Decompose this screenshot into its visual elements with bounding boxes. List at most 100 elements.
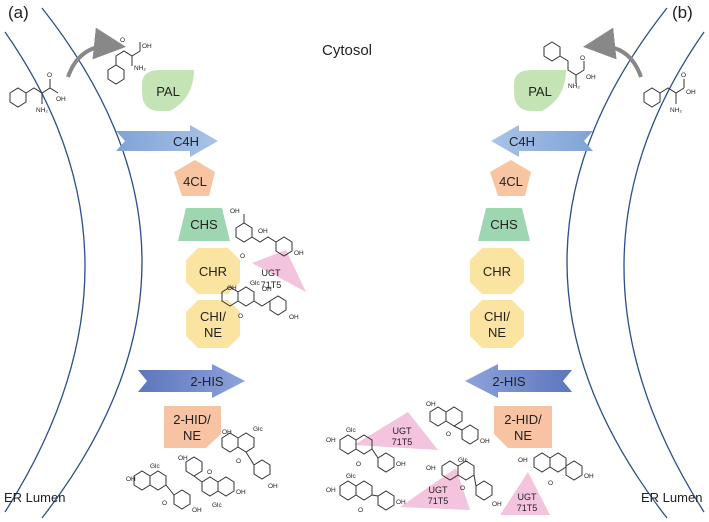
- membrane-left: [4, 7, 143, 519]
- c4h-arrow-right: C4H: [491, 125, 593, 157]
- svg-text:OH: OH: [584, 473, 594, 480]
- svg-text:OH: OH: [178, 455, 188, 462]
- pal-label-right: PAL: [528, 84, 552, 99]
- chs-enzyme-right: CHS: [478, 208, 530, 241]
- c4h-label-left: C4H: [173, 134, 199, 149]
- svg-text:NH₂: NH₂: [36, 107, 48, 114]
- svg-text:O: O: [238, 313, 243, 320]
- svg-text:O: O: [580, 55, 585, 62]
- svg-text:OH: OH: [236, 489, 246, 496]
- svg-text:UGT: UGT: [262, 268, 282, 278]
- svg-text:OH: OH: [586, 74, 596, 81]
- fourcl-label-right: 4CL: [499, 174, 523, 189]
- cytosol-label: Cytosol: [322, 42, 372, 59]
- isoflavone-glucoside-molecule-right-upper: Glc OH OH O: [326, 427, 406, 473]
- svg-text:OH: OH: [258, 228, 268, 235]
- svg-text:O: O: [356, 461, 361, 468]
- svg-text:CHI/: CHI/: [200, 309, 226, 324]
- isoflavone-molecule-left-center: OH OH Glc O: [178, 455, 246, 509]
- svg-text:OH: OH: [326, 437, 336, 444]
- isoflavone-glucoside-molecule-left-lower: Glc OH OH O: [126, 463, 202, 514]
- svg-text:OH: OH: [326, 487, 336, 494]
- svg-text:O: O: [548, 480, 553, 487]
- isoflavone-glucoside-molecule-right-center: OH OH Glc O: [426, 457, 502, 508]
- membrane-right: [566, 7, 705, 519]
- panel-label-b: (b): [672, 3, 693, 22]
- svg-text:2-HID/: 2-HID/: [504, 412, 542, 427]
- his-label-left: 2-HIS: [190, 374, 224, 389]
- chalcone-molecule-left: OH OH OH O: [230, 208, 304, 260]
- isoflavone-glucoside-molecule-right-lower: Glc OH OH O: [326, 473, 406, 514]
- svg-text:NH₂: NH₂: [134, 65, 146, 72]
- svg-text:OH: OH: [268, 483, 278, 490]
- svg-text:OH: OH: [56, 96, 66, 103]
- chr-enzyme-right: CHR: [470, 248, 524, 294]
- phenylalanine-molecule-right-outer: OH O NH₂: [643, 72, 696, 114]
- isoliquiritigenin-molecule-left: OH Glc OH OH O: [221, 280, 299, 321]
- svg-text:Glc: Glc: [212, 502, 223, 509]
- chr-enzyme-left: CHR: [186, 248, 240, 294]
- svg-text:Glc: Glc: [250, 280, 261, 287]
- er-lumen-label-right: ER Lumen: [641, 490, 702, 505]
- c4h-arrow-left: C4H: [116, 125, 218, 157]
- svg-text:OH: OH: [686, 89, 696, 96]
- svg-text:Glc: Glc: [253, 426, 264, 433]
- fourcl-label-left: 4CL: [183, 174, 207, 189]
- svg-text:2-HID/: 2-HID/: [173, 412, 211, 427]
- svg-text:OH: OH: [262, 286, 272, 293]
- svg-text:NE: NE: [204, 325, 222, 340]
- svg-text:OH: OH: [426, 401, 436, 408]
- svg-text:OH: OH: [492, 501, 502, 508]
- svg-text:O: O: [240, 253, 245, 260]
- ugt-enzyme-right-3: UGT 71T5: [500, 472, 550, 515]
- phenylalanine-molecule-right-inner: OH O NH₂: [543, 41, 596, 90]
- svg-text:OH: OH: [289, 314, 299, 321]
- transport-arrow-left: [66, 27, 126, 78]
- svg-text:OH: OH: [426, 465, 436, 472]
- ugt-enzyme-left: UGT 71T5: [252, 250, 306, 292]
- svg-text:O: O: [120, 37, 125, 44]
- svg-text:UGT: UGT: [393, 426, 413, 436]
- c4h-label-right: C4H: [509, 134, 535, 149]
- er-lumen-label-left: ER Lumen: [4, 490, 65, 505]
- svg-text:NH₂: NH₂: [568, 83, 580, 90]
- svg-text:OH: OH: [480, 438, 490, 445]
- svg-text:OH: OH: [518, 457, 528, 464]
- pal-enzyme-right: PAL: [514, 70, 566, 111]
- pal-label-left: PAL: [156, 84, 180, 99]
- fourcl-enzyme-left: 4CL: [174, 160, 215, 196]
- svg-text:O: O: [162, 500, 167, 507]
- svg-text:OH: OH: [396, 499, 406, 506]
- chr-label-right: CHR: [483, 264, 511, 279]
- isoflavone-molecule-right-top: OH OH O: [426, 401, 490, 445]
- isoflavone-glucoside-molecule-left-upper: OH Glc OH O: [221, 426, 278, 490]
- svg-text:O: O: [681, 72, 686, 79]
- svg-text:OH: OH: [396, 461, 406, 468]
- svg-text:OH: OH: [192, 507, 202, 514]
- svg-text:O: O: [358, 507, 363, 514]
- svg-text:NE: NE: [488, 325, 506, 340]
- chs-label-right: CHS: [490, 217, 518, 232]
- svg-text:OH: OH: [126, 476, 136, 483]
- svg-text:O: O: [47, 72, 52, 79]
- his-arrow-right: 2-HIS: [465, 364, 572, 398]
- svg-text:O: O: [446, 431, 451, 438]
- svg-text:OH: OH: [294, 250, 304, 257]
- chi-ne-enzyme-left: CHI/ NE: [186, 300, 240, 348]
- svg-text:71T5: 71T5: [517, 503, 538, 513]
- transport-arrow-right: [583, 27, 643, 78]
- his-arrow-left: 2-HIS: [138, 364, 245, 398]
- svg-text:Glc: Glc: [346, 427, 357, 434]
- ugt-enzyme-right-1: UGT 71T5: [354, 412, 438, 450]
- svg-text:Glc: Glc: [150, 463, 161, 470]
- chr-label-left: CHR: [199, 264, 227, 279]
- svg-text:O: O: [236, 458, 241, 465]
- svg-text:OH: OH: [142, 43, 152, 50]
- hid-ne-enzyme-left: 2-HID/ NE: [164, 406, 221, 448]
- hid-ne-enzyme-right: 2-HID/ NE: [494, 406, 552, 448]
- svg-text:CHI/: CHI/: [484, 309, 510, 324]
- svg-text:71T5: 71T5: [392, 437, 413, 447]
- isoflavone-molecule-right-mid: OH OH O: [518, 452, 594, 487]
- svg-text:OH: OH: [230, 208, 240, 215]
